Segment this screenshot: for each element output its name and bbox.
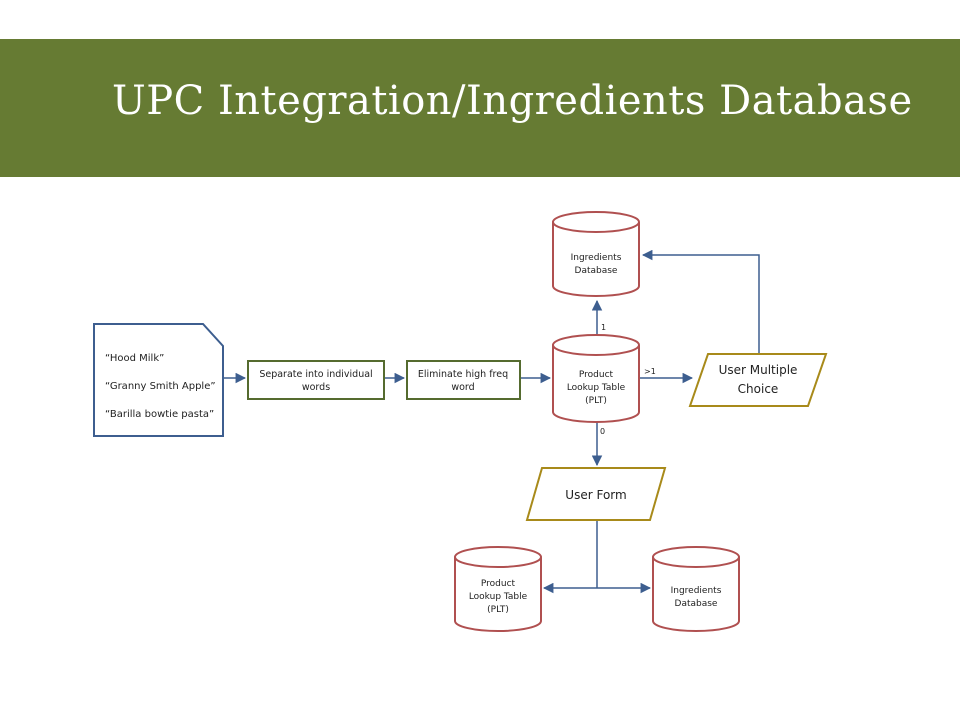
input-document: “Hood Milk” “Granny Smith Apple” “Barill… bbox=[93, 323, 224, 437]
io-multiple-choice-line-2: Choice bbox=[738, 382, 779, 396]
process-eliminate-high-freq: Eliminate high freq word bbox=[406, 360, 521, 400]
db-plt-main-line-3: (PLT) bbox=[585, 396, 607, 406]
io-user-multiple-choice: User Multiple Choice bbox=[688, 353, 828, 407]
process-eliminate-line-1: Eliminate high freq bbox=[418, 369, 508, 380]
db-plt-bottom-line-3: (PLT) bbox=[487, 605, 509, 615]
database-ingredients-bottom: Ingredients Database bbox=[652, 546, 740, 632]
slide-title: UPC Integration/Ingredients Database bbox=[112, 78, 913, 124]
io-multiple-choice-line-1: User Multiple bbox=[719, 363, 798, 377]
db-ingredients-bottom-line-1: Ingredients bbox=[671, 586, 722, 596]
db-ingredients-top-line-1: Ingredients bbox=[571, 253, 622, 263]
edge-label-zero: 0 bbox=[600, 427, 605, 436]
process-separate-line-1: Separate into individual bbox=[259, 369, 372, 380]
io-user-form: User Form bbox=[525, 467, 667, 521]
edge-label-many: >1 bbox=[644, 367, 656, 376]
db-ingredients-top-line-2: Database bbox=[575, 266, 618, 276]
db-plt-bottom-line-1: Product bbox=[481, 579, 516, 589]
edge-label-one: 1 bbox=[601, 323, 606, 332]
db-plt-main-line-2: Lookup Table bbox=[567, 383, 626, 393]
database-plt-main: Product Lookup Table (PLT) bbox=[552, 334, 640, 423]
process-eliminate-line-2: word bbox=[451, 382, 474, 393]
db-plt-main-line-1: Product bbox=[579, 370, 614, 380]
input-doc-line-2: “Granny Smith Apple” bbox=[105, 381, 216, 392]
database-ingredients-top: Ingredients Database bbox=[552, 211, 640, 297]
db-plt-bottom-line-2: Lookup Table bbox=[469, 592, 528, 602]
arrow-multiple-choice-to-ingredients bbox=[641, 249, 760, 353]
process-separate-words: Separate into individual words bbox=[247, 360, 385, 400]
process-separate-line-2: words bbox=[302, 382, 330, 393]
database-plt-bottom: Product Lookup Table (PLT) bbox=[454, 546, 542, 632]
db-ingredients-bottom-line-2: Database bbox=[675, 599, 718, 609]
input-doc-line-1: “Hood Milk” bbox=[105, 353, 164, 364]
title-bar bbox=[0, 39, 960, 177]
io-user-form-label: User Form bbox=[565, 488, 626, 502]
input-doc-line-3: “Barilla bowtie pasta” bbox=[105, 409, 214, 420]
